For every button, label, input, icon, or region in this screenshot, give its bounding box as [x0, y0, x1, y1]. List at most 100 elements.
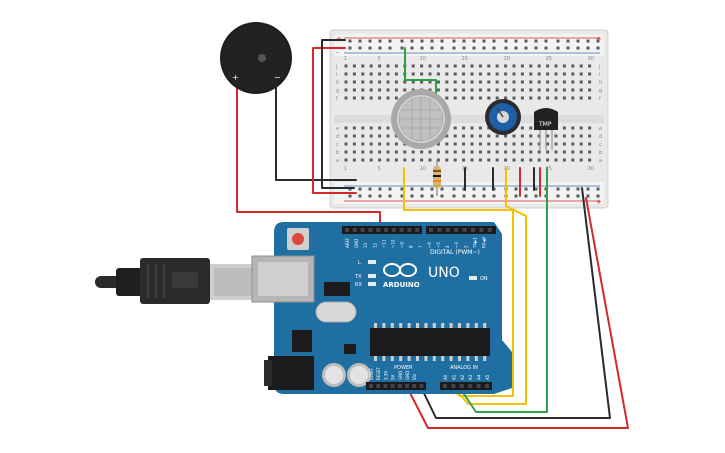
rail-minus-label: - — [336, 49, 339, 57]
breadboard-hole — [520, 158, 524, 162]
breadboard-hole — [378, 150, 382, 154]
breadboard-hole — [562, 134, 566, 138]
chip-pin — [416, 323, 419, 328]
rail-plus-label-bottom: + — [596, 198, 602, 206]
header-hole — [391, 228, 396, 232]
rail-hole — [576, 194, 580, 198]
breadboard-hole — [579, 88, 583, 92]
breadboard-hole — [344, 142, 348, 146]
pin-label: 3.3V — [383, 371, 388, 380]
breadboard-hole — [445, 72, 449, 76]
breadboard-hole — [504, 72, 508, 76]
breadboard-hole — [386, 158, 390, 162]
breadboard-hole — [361, 88, 365, 92]
header-hole — [360, 228, 365, 232]
breadboard-hole — [478, 96, 482, 100]
rail-hole — [430, 194, 434, 198]
breadboard-hole — [554, 80, 558, 84]
rail-hole — [534, 187, 538, 191]
breadboard-hole — [470, 80, 474, 84]
chip-pin — [390, 323, 394, 328]
breadboard-hole — [378, 80, 382, 84]
breadboard-hole — [529, 96, 533, 100]
header-hole — [383, 384, 388, 388]
wire-black-gnd — [419, 187, 611, 419]
breadboard-hole — [520, 142, 524, 146]
breadboard-hole — [436, 142, 440, 146]
rail-hole — [452, 194, 456, 198]
chip-pin — [382, 323, 386, 328]
breadboard-hole — [504, 88, 508, 92]
breadboard-hole — [529, 126, 533, 130]
chip-pin — [432, 323, 436, 328]
header-hole — [479, 228, 484, 232]
breadboard-hole — [352, 126, 356, 130]
breadboard-hole — [352, 134, 356, 138]
breadboard-hole — [420, 72, 424, 76]
pin-label: ~5 — [436, 242, 441, 248]
breadboard-hole — [537, 80, 541, 84]
rail-hole — [368, 194, 372, 198]
breadboard-hole — [562, 126, 566, 130]
rail-hole — [348, 46, 352, 50]
breadboard-hole — [579, 126, 583, 130]
breadboard-hole — [453, 142, 457, 146]
breadboard-hole — [369, 134, 373, 138]
pin-label: ~9 — [400, 242, 405, 248]
breadboard-hole — [520, 126, 524, 130]
buzzer-plus-label: + — [232, 73, 239, 82]
breadboard-hole — [478, 88, 482, 92]
breadboard-hole — [529, 88, 533, 92]
breadboard-hole — [369, 80, 373, 84]
breadboard-hole — [411, 88, 415, 92]
power-header — [366, 382, 426, 390]
header-hole — [419, 384, 424, 388]
chip-pin — [441, 323, 445, 328]
breadboard-hole — [344, 80, 348, 84]
pin-label: AREF — [345, 237, 350, 248]
rail-hole — [430, 187, 434, 191]
breadboard-hole — [562, 96, 566, 100]
breadboard-hole — [579, 64, 583, 68]
pin-label: GND — [398, 371, 403, 380]
breadboard-hole — [394, 88, 398, 92]
pin-label: ~3 — [454, 242, 459, 248]
breadboard-hole — [445, 96, 449, 100]
rail-hole — [492, 46, 496, 50]
breadboard-hole — [571, 158, 575, 162]
chip-pin — [374, 356, 377, 361]
breadboard-hole — [546, 134, 550, 138]
breadboard-hole — [428, 88, 432, 92]
column-number: 1 — [344, 56, 347, 62]
breadboard-hole — [453, 96, 457, 100]
breadboard-hole — [571, 142, 575, 146]
breadboard-hole — [478, 126, 482, 130]
rail-hole — [586, 46, 590, 50]
rail-hole — [430, 46, 434, 50]
column-number: 5 — [378, 166, 381, 172]
header-hole — [454, 228, 459, 232]
breadboard-hole — [562, 150, 566, 154]
chip-pin — [416, 356, 419, 361]
rail-hole — [348, 194, 352, 198]
breadboard-hole — [403, 80, 407, 84]
breadboard-hole — [588, 72, 592, 76]
header-hole — [429, 228, 433, 232]
breadboard-hole — [445, 158, 449, 162]
header-hole — [412, 384, 417, 388]
breadboard-hole — [369, 142, 373, 146]
rail-hole — [482, 46, 486, 50]
breadboard-hole — [504, 96, 508, 100]
chip-pin — [466, 356, 470, 361]
rail-hole — [524, 46, 528, 50]
rail-hole — [472, 194, 476, 198]
pin-label: 12 — [372, 242, 377, 248]
breadboard-hole — [554, 64, 558, 68]
breadboard-hole — [352, 72, 356, 76]
rail-hole — [410, 46, 414, 50]
on-label: ON — [480, 276, 488, 282]
breadboard-hole — [571, 150, 575, 154]
